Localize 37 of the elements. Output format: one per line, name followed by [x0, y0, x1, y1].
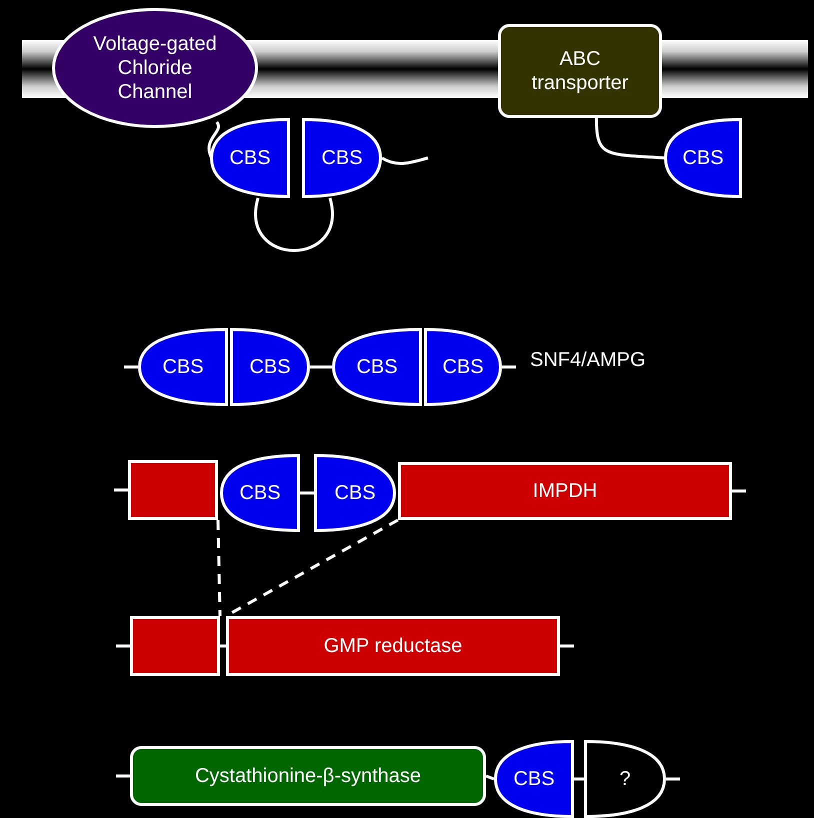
linker-line	[116, 774, 130, 778]
linker-line	[666, 778, 680, 780]
linker-line	[485, 774, 495, 780]
linker-line	[381, 156, 428, 165]
linker-line	[116, 644, 130, 648]
linker-line	[594, 118, 666, 160]
linker-line	[732, 490, 746, 492]
linker-line	[300, 492, 314, 494]
domain-box: Cystathionine-β-synthase	[130, 746, 486, 806]
cbs-domain: CBS	[302, 118, 382, 198]
channel-ellipse: Voltage-gated Chloride Channel	[52, 8, 258, 128]
protein-name-label: SNF4/AMPG	[530, 349, 646, 372]
cbs-domain: CBS	[332, 328, 422, 406]
cbs-domain: CBS	[220, 454, 300, 532]
linker-line	[124, 366, 138, 368]
linker-line	[220, 644, 226, 648]
linker-line	[574, 778, 584, 780]
domain-box: IMPDH	[398, 462, 732, 520]
linker-line	[254, 198, 334, 252]
cbs-domain: CBS	[138, 328, 228, 406]
cbs-domain: CBS	[210, 118, 290, 198]
domain-box: GMP reductase	[226, 616, 560, 676]
cbs-domain: CBS	[494, 740, 574, 818]
cbs-domain: CBS	[314, 454, 396, 532]
linker-line	[310, 366, 332, 368]
cbs-domain: CBS	[230, 328, 310, 406]
linker-line	[560, 644, 574, 648]
unknown-domain: ?	[584, 740, 666, 818]
dashed-guide-line	[216, 520, 222, 616]
transporter-box: ABC transporter	[498, 24, 662, 118]
domain-box	[128, 460, 218, 520]
domain-box	[130, 616, 220, 676]
cbs-domain: CBS	[664, 118, 742, 198]
linker-line	[114, 488, 128, 492]
cbs-domain: CBS	[424, 328, 502, 406]
linker-line	[208, 121, 220, 159]
linker-line	[502, 366, 516, 368]
